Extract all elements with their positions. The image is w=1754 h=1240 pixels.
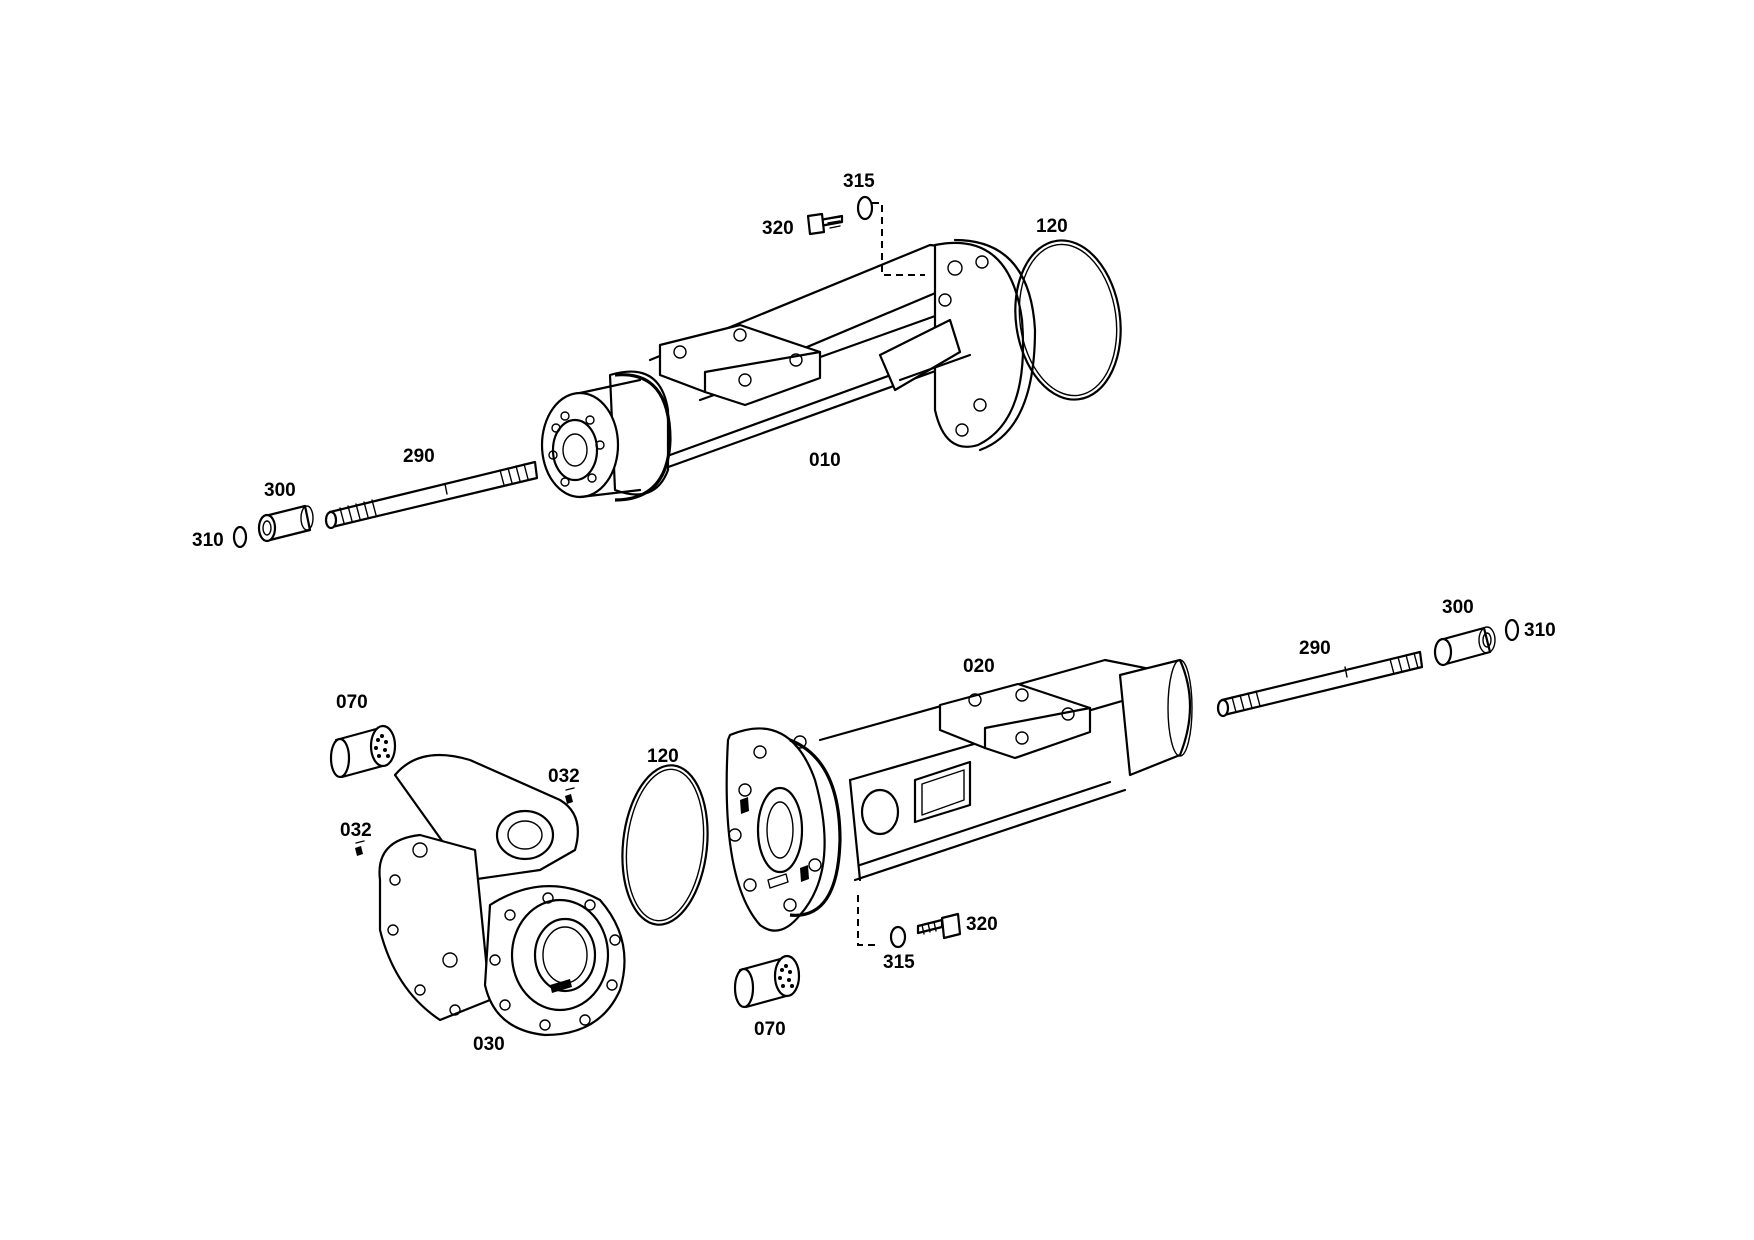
label-032-b: 032 [340,820,372,841]
axle-housing-010[interactable] [540,238,1037,502]
bushing-070-top[interactable] [329,724,397,779]
circlip-310-top[interactable] [232,525,248,549]
label-315-top: 315 [843,171,875,192]
shaft-290-bottom[interactable] [1216,650,1424,718]
label-020: 020 [963,656,995,677]
label-120-top: 120 [1036,216,1068,237]
axle-housing-020[interactable] [725,658,1193,932]
label-310-top: 310 [192,530,224,551]
circlip-310-bottom[interactable] [1504,618,1520,642]
sleeve-300-bottom[interactable] [1433,626,1496,667]
steering-knuckle-030[interactable] [378,753,626,1037]
label-030: 030 [473,1034,505,1055]
label-320-top: 320 [762,218,794,239]
o-ring-120-bottom[interactable] [615,761,715,929]
label-300-top: 300 [264,480,296,501]
bushing-070-bottom[interactable] [733,954,801,1009]
washer-315-top[interactable] [856,195,874,221]
shaft-290-top[interactable] [324,460,539,530]
label-120-bottom: 120 [647,746,679,767]
bolt-320-bottom[interactable] [916,912,962,940]
grease-nipple-032-b[interactable] [355,840,365,856]
grease-nipple-032-a[interactable] [565,787,575,804]
label-310-bottom: 310 [1524,620,1556,641]
label-300-bottom: 300 [1442,597,1474,618]
label-010: 010 [809,450,841,471]
label-032-a: 032 [548,766,580,787]
label-290-top: 290 [403,446,435,467]
label-290-bottom: 290 [1299,638,1331,659]
label-320-bottom: 320 [966,914,998,935]
sleeve-300-top[interactable] [257,504,314,543]
label-315-bottom: 315 [883,952,915,973]
bolt-320-top[interactable] [806,212,844,236]
label-070-top: 070 [336,692,368,713]
o-ring-120-top[interactable] [1005,234,1130,407]
label-070-bottom: 070 [754,1019,786,1040]
washer-315-bottom[interactable] [889,925,907,949]
